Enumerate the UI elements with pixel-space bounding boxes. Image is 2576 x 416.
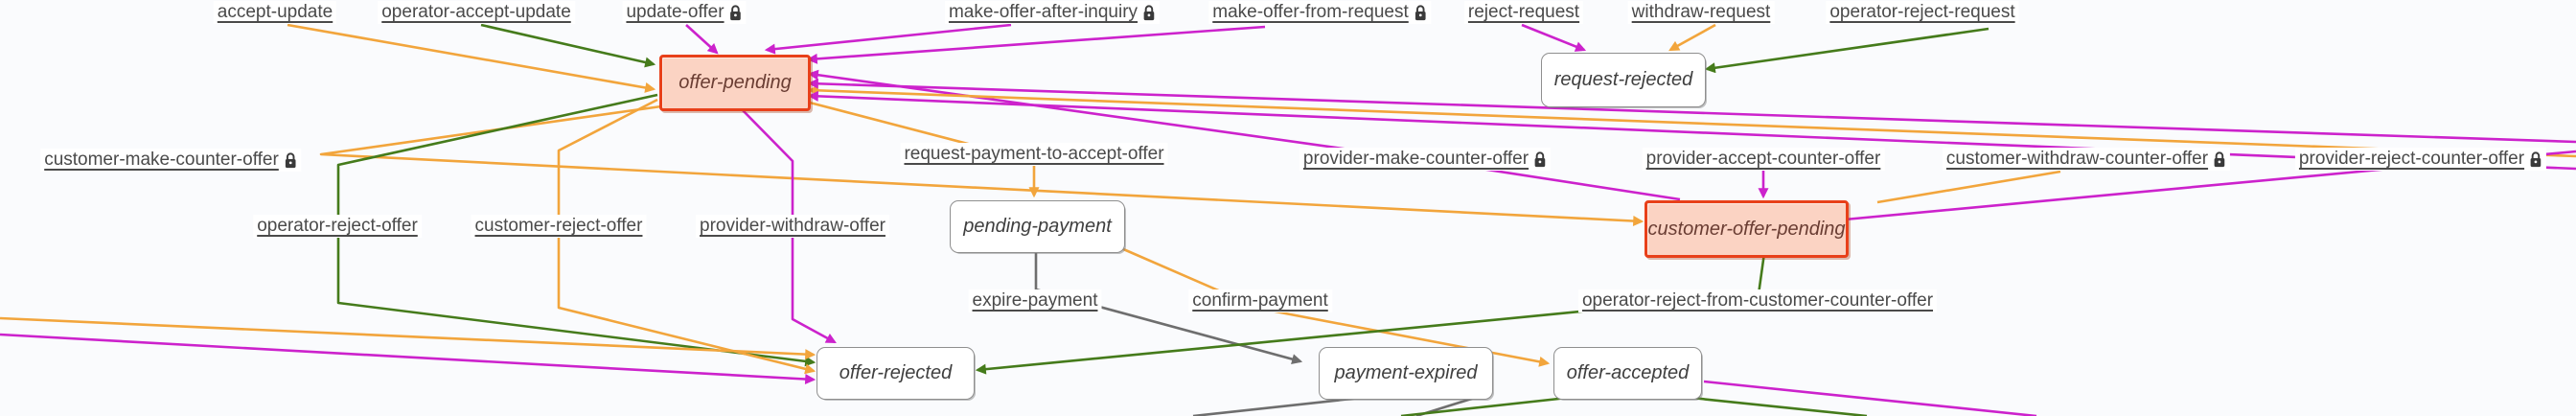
edge-customer-withdraw-counter-offer-a (1876, 170, 2061, 204)
transition-label-text: operator-accept-update (381, 2, 571, 22)
transition-label-text: reject-request (1467, 2, 1580, 22)
transition-label-withdraw-request: withdraw-request (1627, 1, 1775, 24)
state-node-request-rejected: request-rejected (1541, 53, 1706, 107)
transition-label-customer-make-counter-offer: customer-make-counter-offer (40, 149, 301, 172)
edge-reject-request (1521, 23, 1587, 52)
lock-icon (730, 4, 741, 20)
state-node-offer-rejected: offer-rejected (816, 347, 975, 400)
state-node-offer-accepted: offer-accepted (1553, 347, 1702, 400)
transition-label-text: request-payment-to-accept-offer (904, 144, 1164, 164)
edge-counter-offer-bundle-1 (807, 78, 2576, 144)
transition-label-text: expire-payment (972, 290, 1098, 311)
transition-label-make-offer-after-inquiry: make-offer-after-inquiry (944, 1, 1161, 24)
lock-icon (1143, 4, 1155, 20)
edge-into-offer-rejected-left-a (0, 316, 816, 360)
edge-confirm-payment (1120, 246, 1551, 367)
transition-label-update-offer: update-offer (622, 1, 747, 24)
edge-make-offer-after-inquiry (764, 23, 1012, 55)
transition-label-text: operator-reject-request (1829, 2, 2015, 22)
edge-accept-update (287, 23, 656, 93)
transition-label-request-payment-to-accept-offer: request-payment-to-accept-offer (900, 143, 1168, 166)
lock-icon (1534, 150, 1546, 167)
state-node-offer-pending: offer-pending (659, 55, 811, 111)
transition-label-provider-reject-counter-offer: provider-reject-counter-offer (2294, 148, 2547, 171)
edge-exit-bottom-green-2 (1681, 395, 1868, 416)
edge-exit-bottom-gray-1 (1192, 396, 1362, 416)
edge-operator-reject-request (1704, 27, 1990, 74)
transition-label-operator-reject-from-customer-counter-offer: operator-reject-from-customer-counter-of… (1577, 289, 1938, 312)
state-node-payment-expired: payment-expired (1319, 347, 1493, 400)
lock-icon (285, 151, 296, 168)
edge-update-offer (685, 24, 719, 55)
transition-label-text: operator-reject-from-customer-counter-of… (1581, 290, 1934, 311)
transition-label-provider-accept-counter-offer: provider-accept-counter-offer (1642, 148, 1885, 171)
transition-label-text: provider-withdraw-offer (700, 216, 886, 236)
edge-provider-withdraw-offer (739, 106, 837, 344)
transition-label-confirm-payment: confirm-payment (1188, 289, 1332, 312)
state-node-customer-offer-pending: customer-offer-pending (1644, 200, 1849, 258)
transition-label-text: customer-make-counter-offer (44, 150, 279, 170)
lock-icon (2530, 150, 2542, 167)
transition-label-accept-update: accept-update (213, 1, 337, 24)
lock-icon (2214, 150, 2225, 167)
edge-exit-bottom-magenta-1 (1703, 380, 2037, 416)
edge-withdraw-request (1668, 23, 1716, 52)
transition-label-provider-make-counter-offer: provider-make-counter-offer (1299, 148, 1552, 171)
transition-label-text: accept-update (217, 2, 334, 22)
transition-label-text: customer-withdraw-counter-offer (1945, 149, 2209, 169)
edge-make-offer-from-request (806, 25, 1266, 64)
transition-label-text: operator-reject-offer (257, 216, 418, 236)
transition-label-operator-reject-request: operator-reject-request (1826, 1, 2019, 24)
transition-label-text: confirm-payment (1192, 290, 1328, 311)
transition-label-text: make-offer-after-inquiry (948, 2, 1138, 22)
transition-label-provider-withdraw-offer: provider-withdraw-offer (696, 215, 889, 238)
transition-label-text: provider-reject-counter-offer (2298, 149, 2525, 169)
edge-counter-offer-bundle-2 (807, 90, 2576, 171)
transition-label-text: provider-make-counter-offer (1302, 149, 1530, 169)
transition-label-text: withdraw-request (1631, 2, 1771, 22)
transition-label-text: customer-reject-offer (474, 216, 643, 236)
edge-into-offer-rejected-left-b (0, 333, 816, 385)
edge-operator-accept-update (480, 23, 656, 68)
transition-label-customer-withdraw-counter-offer: customer-withdraw-counter-offer (1942, 148, 2231, 171)
transition-label-text: provider-accept-counter-offer (1645, 149, 1881, 169)
transition-label-expire-payment: expire-payment (968, 289, 1102, 312)
edge-customer-withdraw-counter-offer-b (807, 84, 2576, 158)
transition-label-reject-request: reject-request (1463, 1, 1584, 24)
edge-exit-bottom-green-1 (1400, 395, 1577, 416)
transition-label-text: make-offer-from-request (1212, 2, 1409, 22)
lock-icon (1414, 4, 1426, 20)
transition-label-make-offer-from-request: make-offer-from-request (1208, 1, 1431, 24)
transition-label-operator-reject-offer: operator-reject-offer (253, 215, 422, 238)
transition-label-text: update-offer (626, 2, 724, 22)
transition-label-customer-reject-offer: customer-reject-offer (471, 215, 647, 238)
edge-customer-make-counter-offer (319, 104, 1644, 227)
transition-label-operator-accept-update: operator-accept-update (378, 1, 575, 24)
state-node-pending-payment: pending-payment (950, 200, 1125, 253)
